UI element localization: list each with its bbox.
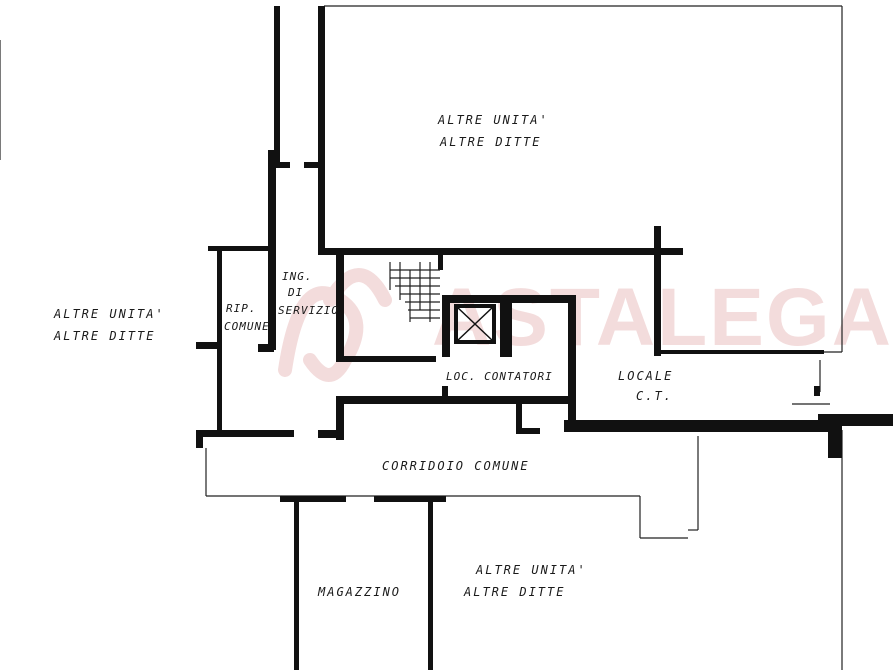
label-altre-unita-bottom: ALTRE UNITA' bbox=[475, 563, 587, 577]
label-servizio: SERVIZIO bbox=[278, 304, 339, 317]
label-altre-ditte-bottom: ALTRE DITTE bbox=[463, 585, 565, 599]
label-altre-ditte-top: ALTRE DITTE bbox=[439, 135, 541, 149]
room-labels: ALTRE UNITA' ALTRE DITTE ALTRE UNITA' AL… bbox=[53, 113, 673, 599]
label-corridoio-comune: CORRIDOIO COMUNE bbox=[382, 459, 530, 473]
label-loc-contatori: LOC. CONTATORI bbox=[446, 370, 553, 383]
label-locale: LOCALE bbox=[618, 369, 673, 383]
label-magazzino: MAGAZZINO bbox=[317, 585, 401, 599]
label-ct: C.T. bbox=[636, 389, 673, 403]
label-altre-unita-top: ALTRE UNITA' bbox=[437, 113, 549, 127]
label-comune: COMUNE bbox=[224, 320, 270, 333]
staircase-icon bbox=[389, 262, 440, 322]
label-di: DI bbox=[287, 286, 303, 299]
label-rip: RIP. bbox=[226, 302, 257, 315]
label-altre-ditte-left: ALTRE DITTE bbox=[53, 329, 155, 343]
label-altre-unita-left: ALTRE UNITA' bbox=[53, 307, 165, 321]
watermark-logo-icon bbox=[278, 268, 392, 382]
walls bbox=[196, 6, 893, 670]
elevator-shaft-icon bbox=[454, 304, 496, 344]
label-ing: ING. bbox=[282, 270, 313, 283]
